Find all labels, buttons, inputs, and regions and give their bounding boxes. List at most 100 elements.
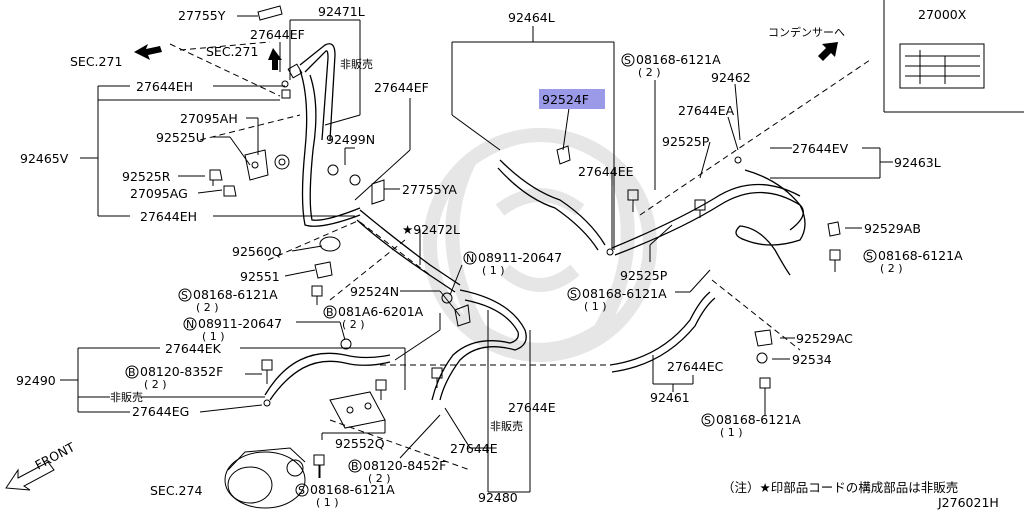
svg-text:( 2 ): ( 2 )	[368, 472, 391, 485]
label-92551[interactable]: 92551	[240, 269, 280, 284]
clamp-92534-icon	[756, 352, 768, 364]
label-27644EF-top[interactable]: 27644EF	[250, 27, 305, 42]
label-08120-8452F[interactable]: B 08120-8452F ( 2 )	[348, 458, 446, 485]
svg-text:08168-6121A: 08168-6121A	[582, 286, 667, 301]
label-27644E-right[interactable]: 27644E	[508, 400, 556, 415]
svg-text:B: B	[351, 460, 359, 473]
arrow-front-icon	[5, 461, 55, 491]
clamp-92529AC-icon	[754, 329, 773, 347]
label-92524F[interactable]: 92524F	[542, 92, 589, 107]
bolt-icon	[261, 359, 273, 384]
label-08168-6121A-mid[interactable]: S 08168-6121A ( 1 )	[567, 286, 667, 313]
svg-text:08911-20647: 08911-20647	[478, 250, 562, 265]
nut-icon	[340, 338, 352, 350]
label-92525P-mid[interactable]: 92525P	[620, 268, 668, 283]
svg-text:08911-20647: 08911-20647	[198, 316, 282, 331]
label-08168-6121A-top[interactable]: S 08168-6121A ( 2 )	[621, 52, 721, 79]
label-92499N[interactable]: 92499N	[326, 132, 375, 147]
label-plate-27000X-icon	[899, 43, 985, 89]
label-27095AH[interactable]: 27095AH	[180, 111, 238, 126]
svg-text:( 2 ): ( 2 )	[196, 301, 219, 314]
svg-text:08168-6121A: 08168-6121A	[636, 52, 721, 67]
clamp-92551-icon	[314, 261, 333, 279]
label-27755YA[interactable]: 27755YA	[402, 182, 457, 197]
svg-text:S: S	[181, 289, 188, 302]
label-08168-6121A-right[interactable]: S 08168-6121A ( 2 )	[863, 248, 963, 275]
arrow-sec271-left-icon	[134, 44, 162, 60]
label-27755Y[interactable]: 27755Y	[178, 8, 226, 23]
clamp-92524N-icon	[454, 304, 471, 327]
svg-text:N: N	[466, 252, 474, 265]
label-27644EG[interactable]: 27644EG	[132, 404, 189, 419]
label-08168-6121A-left[interactable]: S 08168-6121A ( 2 )	[178, 287, 278, 314]
label-92471L[interactable]: 92471L	[318, 4, 365, 19]
label-92461[interactable]: 92461	[650, 390, 690, 405]
svg-text:N: N	[186, 318, 194, 331]
svg-text:( 2 ): ( 2 )	[880, 262, 903, 275]
label-not-for-sale-left: 非販売	[110, 391, 143, 404]
label-92462[interactable]: 92462	[711, 70, 751, 85]
label-27644EV[interactable]: 27644EV	[792, 141, 849, 156]
label-92534[interactable]: 92534	[792, 352, 832, 367]
label-condenser[interactable]: コンデンサーへ	[768, 25, 845, 39]
label-08911-20647-right[interactable]: N 08911-20647 ( 1 )	[463, 250, 562, 277]
label-92465V[interactable]: 92465V	[20, 151, 69, 166]
label-27644EA[interactable]: 27644EA	[678, 103, 735, 118]
bolt-icon	[759, 377, 771, 400]
inset-box	[883, 0, 1024, 113]
label-92525P-top[interactable]: 92525P	[662, 134, 710, 149]
svg-text:( 1 ): ( 1 )	[720, 426, 743, 439]
label-27644EE[interactable]: 27644EE	[578, 164, 634, 179]
label-27095AG[interactable]: 27095AG	[130, 186, 188, 201]
svg-text:08168-6121A: 08168-6121A	[310, 482, 395, 497]
svg-text:081A6-6201A: 081A6-6201A	[338, 304, 424, 319]
label-081A6-6201A[interactable]: B 081A6-6201A ( 2 )	[323, 304, 424, 331]
clamp-27095AH-icon	[274, 154, 290, 170]
bolt-icon	[694, 199, 706, 218]
label-08168-6121A-bottom-right[interactable]: S 08168-6121A ( 1 )	[701, 412, 801, 439]
label-27644EK[interactable]: 27644EK	[165, 341, 222, 356]
label-27644EH-lower[interactable]: 27644EH	[140, 209, 197, 224]
label-08120-8352F[interactable]: B 08120-8352F ( 2 )	[125, 364, 223, 391]
label-sec274[interactable]: SEC.274	[150, 483, 202, 498]
label-92529AB[interactable]: 92529AB	[864, 221, 921, 236]
label-92472L[interactable]: ★92472L	[402, 222, 460, 237]
label-92490[interactable]: 92490	[16, 373, 56, 388]
o-ring-icon	[281, 80, 289, 88]
bracket-92552Q-icon	[329, 391, 386, 429]
svg-text:08168-6121A: 08168-6121A	[716, 412, 801, 427]
label-92529AC[interactable]: 92529AC	[796, 331, 853, 346]
label-92524N[interactable]: 92524N	[350, 284, 399, 299]
label-27000X[interactable]: 27000X	[918, 7, 967, 22]
label-not-for-sale-bottom: 非販売	[490, 420, 523, 433]
label-92525U[interactable]: 92525U	[156, 130, 205, 145]
nut-icon	[441, 292, 453, 304]
tag-27755YA-icon	[371, 179, 385, 205]
bracket-92525U-icon	[244, 149, 269, 181]
label-92463L[interactable]: 92463L	[894, 155, 941, 170]
label-92480[interactable]: 92480	[478, 490, 518, 505]
label-08911-20647-left[interactable]: N 08911-20647 ( 1 )	[183, 316, 282, 343]
svg-text:S: S	[704, 414, 711, 427]
svg-text:08120-8452F: 08120-8452F	[363, 458, 446, 473]
label-27644EH-top[interactable]: 27644EH	[136, 79, 193, 94]
label-27644EF-right[interactable]: 27644EF	[374, 80, 429, 95]
label-27644EC[interactable]: 27644EC	[667, 359, 724, 374]
bolt-icon	[223, 185, 237, 197]
bolt-icon	[311, 285, 323, 305]
svg-text:S: S	[866, 250, 873, 263]
bolt-icon	[431, 367, 443, 388]
svg-text:B: B	[326, 306, 334, 319]
label-92525R[interactable]: 92525R	[122, 169, 171, 184]
svg-text:( 2 ): ( 2 )	[342, 318, 365, 331]
label-92560Q[interactable]: 92560Q	[232, 244, 282, 259]
bolt-icon	[313, 454, 325, 478]
label-27644E-lower[interactable]: 27644E	[450, 441, 498, 456]
label-sec271-top[interactable]: SEC.271	[206, 44, 258, 59]
label-sec271-left[interactable]: SEC.271	[70, 54, 122, 69]
label-92464L[interactable]: 92464L	[508, 10, 555, 25]
label-08168-6121A-bottom[interactable]: S 08168-6121A ( 1 )	[295, 482, 395, 509]
o-ring-icon	[606, 248, 614, 256]
label-92552Q[interactable]: 92552Q	[335, 436, 385, 451]
